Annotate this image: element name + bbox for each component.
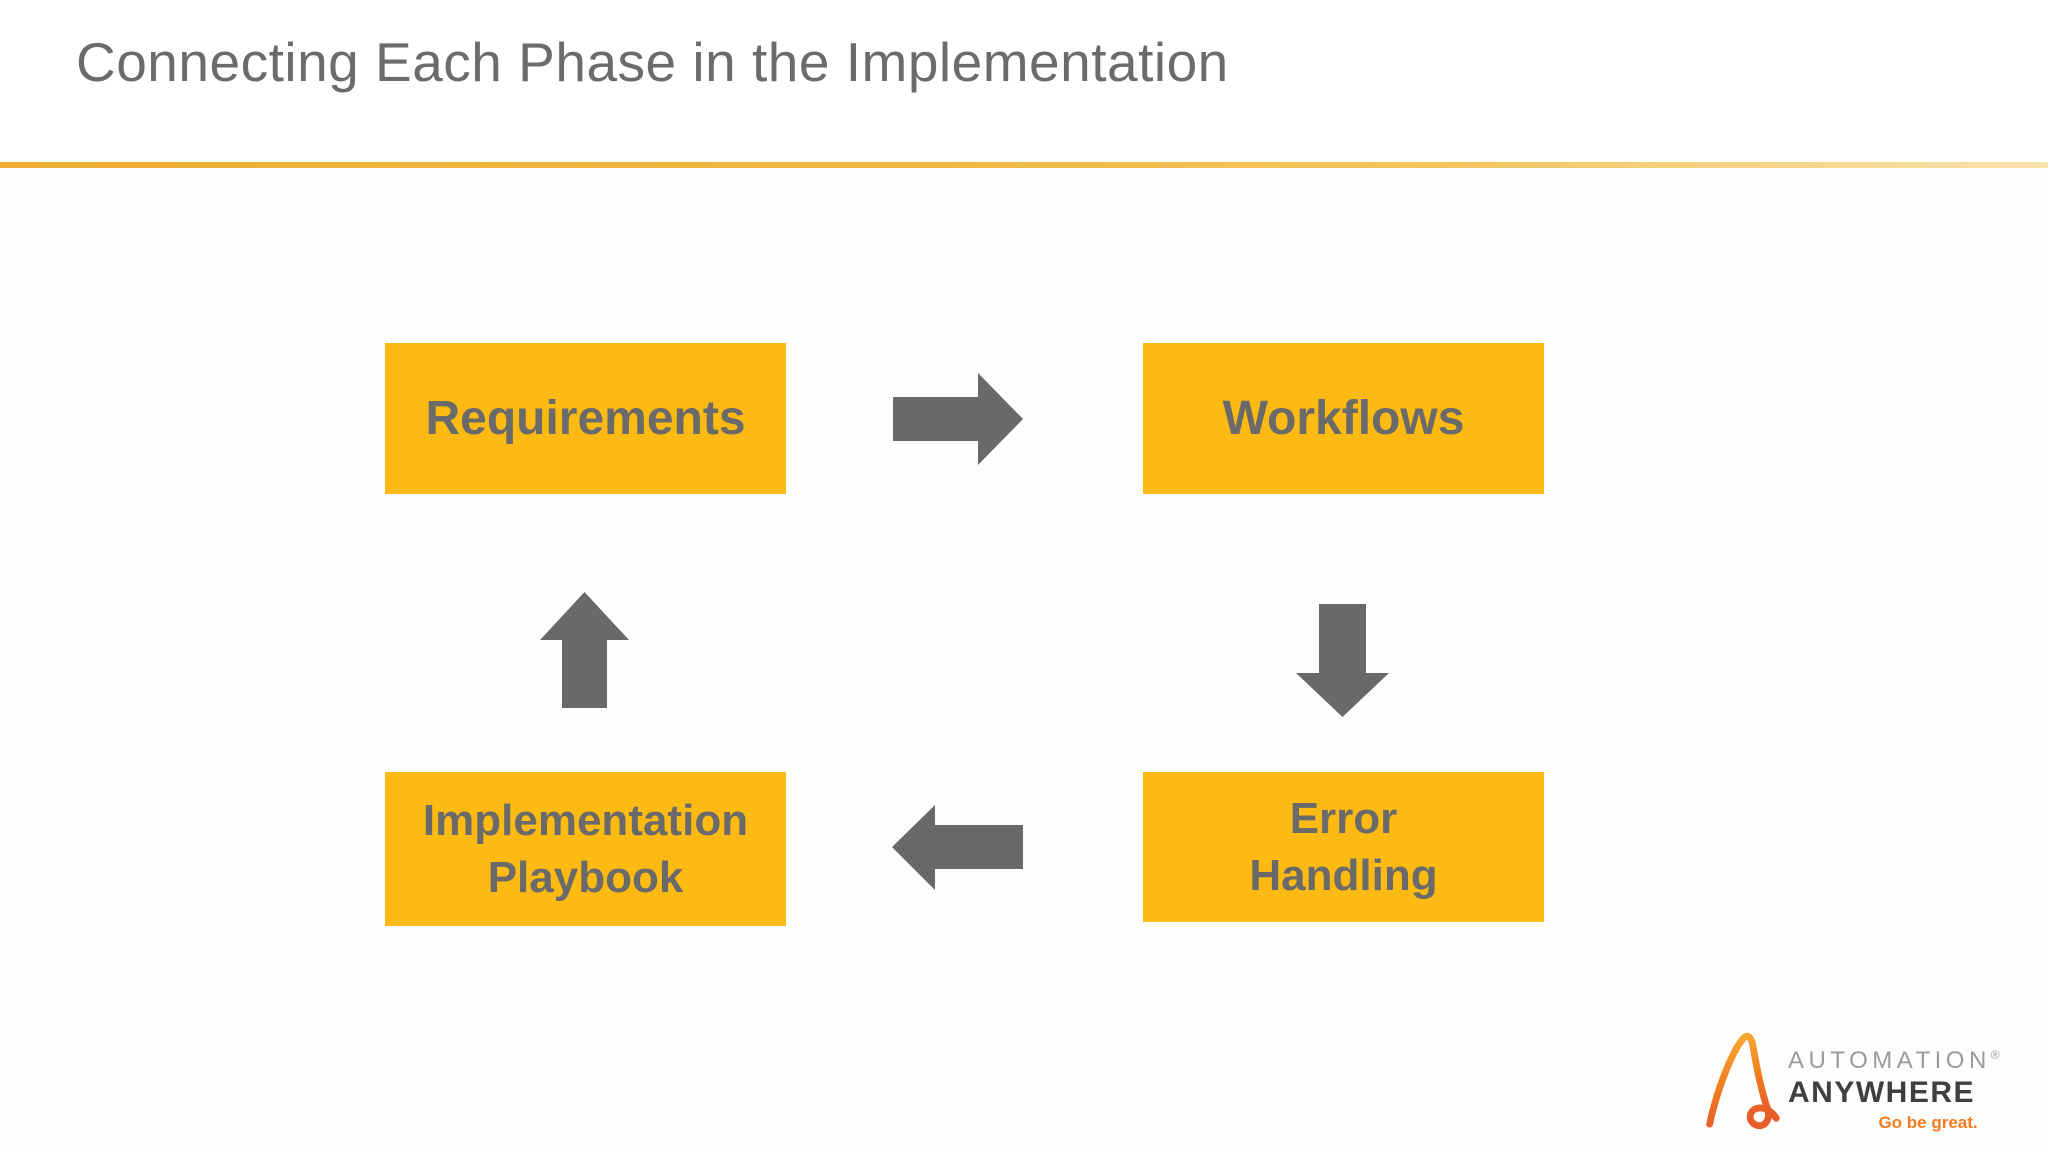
flow-arrow-down [1296, 604, 1389, 717]
flow-arrow-right [893, 373, 1023, 465]
automation-anywhere-wordmark: AUTOMATION® ANYWHERE Go be great. [1788, 1031, 2000, 1133]
brand-automation-text: AUTOMATION [1788, 1047, 1991, 1074]
node-implementation-playbook: Implementation Playbook [385, 772, 786, 926]
brand-line-anywhere: ANYWHERE [1788, 1076, 1976, 1109]
brand-line-automation: AUTOMATION® [1788, 1047, 2000, 1075]
flow-arrow-left [892, 805, 1023, 890]
node-requirements: Requirements [385, 343, 786, 494]
node-implementation-playbook-label-line-2: Playbook [487, 853, 684, 902]
brand-tagline: Go be great. [1878, 1113, 1978, 1132]
slide-title: Connecting Each Phase in the Implementat… [76, 31, 1229, 93]
node-workflows: Workflows [1143, 343, 1544, 494]
node-error-handling-label-line-1: Error [1289, 793, 1398, 843]
node-implementation-playbook-label-line-1: Implementation [422, 795, 749, 845]
automation-anywhere-logo: AUTOMATION® ANYWHERE Go be great. [1700, 1031, 2000, 1133]
node-error-handling: Error Handling [1143, 772, 1544, 922]
arrow-right-icon [893, 373, 1023, 465]
flow-arrow-up [540, 592, 629, 708]
arrow-left-icon [892, 805, 1023, 890]
arrow-up-icon [540, 592, 629, 708]
automation-anywhere-a-icon [1706, 1032, 1780, 1129]
node-requirements-label: Requirements [425, 392, 746, 445]
arrow-down-icon [1296, 604, 1389, 717]
title-divider-rule [0, 162, 2048, 168]
registered-trademark-icon: ® [1990, 1048, 2000, 1062]
node-error-handling-label-line-2: Handling [1249, 851, 1438, 900]
slide-body-background [0, 168, 2048, 1152]
node-workflows-label: Workflows [1222, 392, 1465, 445]
